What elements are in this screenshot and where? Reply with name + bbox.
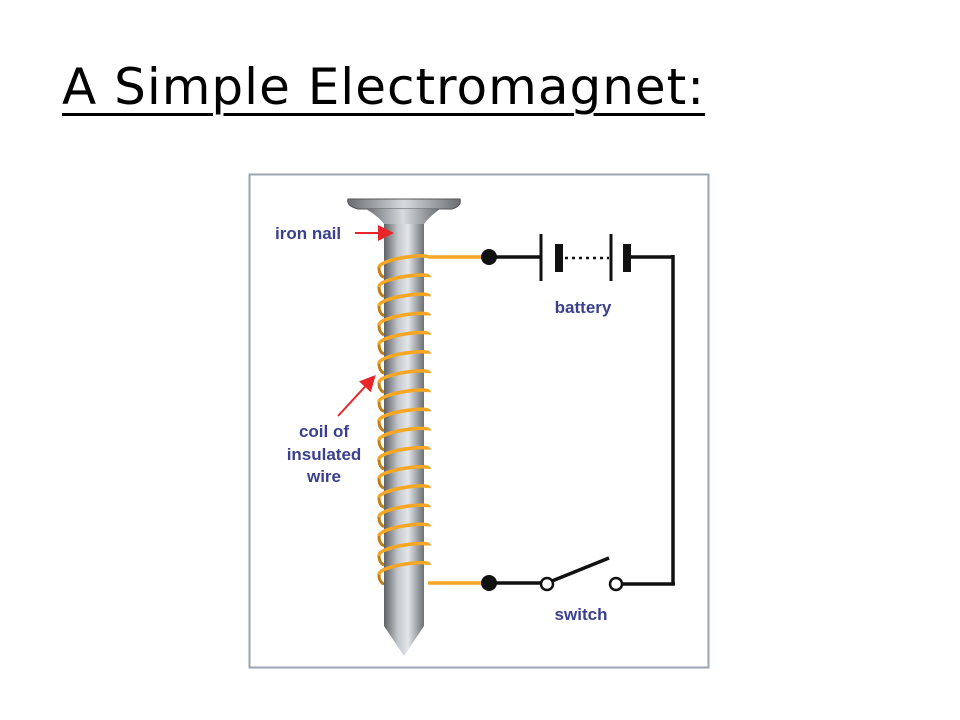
switch-symbol <box>539 556 624 592</box>
nail-point <box>384 626 424 656</box>
nail-neck <box>366 209 440 224</box>
coil-turn <box>377 445 431 461</box>
coil-turn <box>377 273 431 288</box>
coil-turn-back <box>377 516 385 528</box>
label-coil-line2: insulated <box>287 445 362 464</box>
label-battery: battery <box>555 298 612 317</box>
coil-turn-back <box>377 344 385 356</box>
coil-turn-back <box>377 401 385 413</box>
coil-turn-back <box>377 324 385 337</box>
iron-nail <box>347 198 461 656</box>
slide-title: A Simple Electromagnet: <box>62 58 706 116</box>
coil-turn <box>377 426 431 442</box>
coil-turn <box>377 388 431 403</box>
coil-turn-back <box>377 497 385 509</box>
coil-turn <box>377 254 431 269</box>
coil-turn-back <box>377 535 385 548</box>
battery-symbol <box>539 234 631 281</box>
coil-turn <box>377 541 431 557</box>
coil-back <box>377 267 385 586</box>
bottom-terminal <box>481 575 497 591</box>
coil-turn-back <box>377 286 385 298</box>
coil-turn-back <box>377 363 385 375</box>
coil-turn <box>377 560 431 576</box>
label-coil-line1: coil of <box>299 422 349 441</box>
circuit-wires <box>428 255 675 586</box>
coil-of-insulated-wire <box>377 254 431 576</box>
label-iron-nail: iron nail <box>275 224 341 243</box>
coil-turn <box>377 522 431 537</box>
coil-turn <box>377 330 431 346</box>
coil-turn <box>377 407 431 422</box>
coil-turn-back <box>377 382 385 394</box>
coil-turn <box>377 311 431 326</box>
coil-turn <box>377 292 431 307</box>
nail-shank <box>384 224 424 626</box>
coil-turn <box>377 465 431 480</box>
coil-turn-back <box>377 478 385 490</box>
diagram-frame <box>248 173 710 669</box>
coil-arrow <box>337 375 376 417</box>
coil-turn-back <box>377 305 385 317</box>
coil-turn-back <box>377 555 385 567</box>
coil-turn-back <box>377 459 385 471</box>
coil-turn <box>377 484 431 499</box>
coil-turn <box>377 369 431 384</box>
coil-turn <box>377 503 431 518</box>
label-coil-line3: wire <box>306 467 341 486</box>
top-terminal <box>481 249 497 265</box>
nail-head <box>347 198 461 210</box>
coil-turn-back <box>377 267 385 279</box>
coil-turn <box>377 349 431 365</box>
coil-turn-back <box>377 574 385 586</box>
coil-turn-back <box>377 420 385 433</box>
coil-turn-back <box>377 440 385 452</box>
label-switch: switch <box>555 605 608 624</box>
electromagnet-diagram: iron nail coil of insulated wire battery… <box>248 173 710 669</box>
